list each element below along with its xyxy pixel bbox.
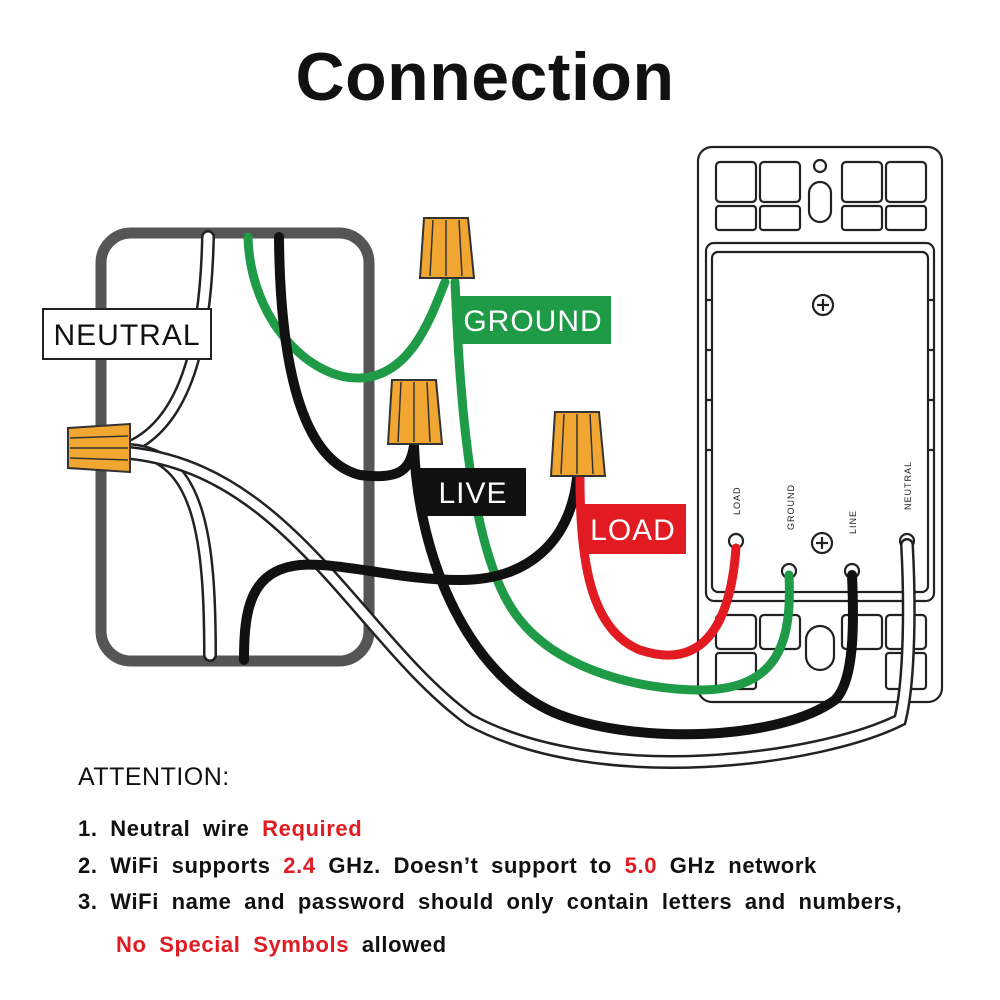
note-item-3: 3. WiFi name and password should only co…	[78, 889, 902, 915]
neutral-wires	[123, 230, 916, 769]
note-highlight: Required	[262, 816, 363, 841]
note-text: WiFi name and password should only conta…	[110, 889, 903, 914]
smart-switch	[696, 145, 944, 704]
wire-connector-ground	[418, 217, 476, 279]
attention-heading: ATTENTION:	[78, 763, 230, 791]
live-wires	[239, 232, 858, 740]
note-text: allowed	[361, 932, 447, 957]
terminal-line-label: LINE	[848, 510, 858, 534]
note-item-2: 2. WiFi supports 2.4 GHz. Doesn’t suppor…	[78, 853, 817, 879]
svg-text:GROUND: GROUND	[463, 305, 602, 338]
note-text: GHz. Doesn’t support to	[328, 853, 612, 878]
page-title: Connection	[295, 39, 675, 115]
note-highlight: No Special Symbols	[116, 932, 350, 957]
note-number: 3.	[78, 889, 98, 914]
svg-text:NEUTRAL: NEUTRAL	[53, 319, 200, 352]
terminal-ground-label: GROUND	[786, 484, 796, 530]
note-text: WiFi supports	[110, 853, 271, 878]
neutral-label: NEUTRAL	[42, 308, 212, 360]
ground-label: GROUND	[455, 296, 611, 344]
note-number: 1.	[78, 816, 98, 841]
wire-connector-load	[549, 411, 607, 477]
note-item-1: 1. Neutral wire Required	[78, 816, 362, 842]
svg-text:LIVE: LIVE	[438, 477, 507, 510]
ground-wires	[243, 232, 794, 695]
note-highlight: 2.4	[283, 853, 316, 878]
note-highlight: 5.0	[624, 853, 658, 878]
note-number: 2.	[78, 853, 98, 878]
note-text: GHz network	[669, 853, 817, 878]
terminal-neutral-label: NEUTRAL	[903, 461, 913, 510]
load-label: LOAD	[580, 504, 686, 554]
wire-connector-neutral	[67, 422, 131, 474]
note-item-3-continued: No Special Symbols allowed	[116, 932, 447, 958]
live-label: LIVE	[420, 468, 526, 516]
wire-connector-live	[386, 379, 444, 445]
note-text: Neutral wire	[110, 816, 250, 841]
svg-text:LOAD: LOAD	[590, 514, 676, 547]
terminal-load-label: LOAD	[732, 486, 742, 515]
